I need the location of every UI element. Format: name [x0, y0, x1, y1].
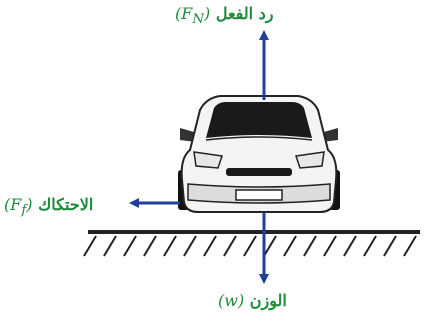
car [178, 96, 340, 212]
weight-force-symbol: (w) [218, 291, 244, 310]
friction-force-text: الاحتكاك [38, 195, 93, 214]
friction-force-symbol: (Ff) [4, 195, 33, 214]
normal-force-text: رد الفعل [216, 4, 274, 23]
weight-force-text: الوزن [250, 291, 287, 310]
grille [226, 168, 292, 176]
normal-force-label: رد الفعل (FN) [175, 4, 274, 27]
license-plate [236, 190, 282, 200]
friction-force-label: الاحتكاك (Ff) [4, 195, 93, 218]
weight-force-label: الوزن (w) [218, 291, 287, 310]
normal-force-symbol: (FN) [175, 4, 210, 23]
ground [84, 232, 420, 256]
windshield [206, 102, 312, 138]
